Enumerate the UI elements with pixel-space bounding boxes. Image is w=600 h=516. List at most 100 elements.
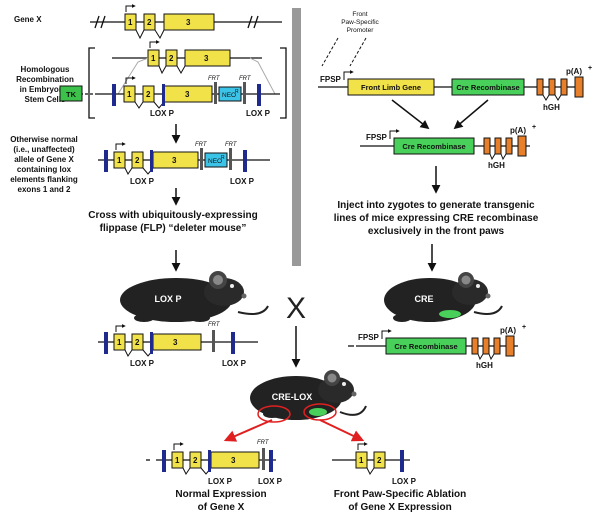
svg-text:2: 2 [169, 54, 174, 63]
svg-text:LOX P: LOX P [246, 109, 271, 118]
panel-divider [292, 8, 301, 266]
otherwise-normal-label: Otherwise normal (i.e., unaffected) alle… [10, 135, 78, 194]
svg-text:LOX P: LOX P [392, 477, 417, 486]
svg-text:(i.e., unaffected): (i.e., unaffected) [13, 145, 75, 154]
loxp-mouse: LOX P [120, 271, 269, 322]
svg-text:Front: Front [352, 11, 367, 18]
svg-text:FRT: FRT [257, 440, 270, 446]
normal-expression-label: Normal Expression of Gene X [175, 489, 266, 513]
svg-text:2: 2 [146, 90, 151, 99]
svg-text:2: 2 [147, 18, 152, 27]
flp-deleted-allele: 1 2 3 FRT LOX P LOX P [98, 322, 258, 368]
svg-text:hGH: hGH [476, 361, 493, 370]
promoter-label: Front Paw-Specific Promoter [341, 11, 379, 34]
svg-text:CRE: CRE [414, 294, 433, 304]
svg-text:of Gene X: of Gene X [198, 502, 245, 513]
svg-text:1: 1 [128, 18, 133, 27]
svg-text:FRT: FRT [195, 142, 208, 148]
ablated-allele: 1 2 LOX P [332, 442, 417, 486]
svg-text:R: R [235, 89, 239, 95]
svg-text:2: 2 [135, 156, 140, 165]
cre-transgene: FPSP Cre Recombinase hGH p(A) + [360, 124, 536, 170]
highlight-hind-paw [257, 405, 291, 423]
svg-text:LOX P: LOX P [258, 477, 283, 486]
svg-text:LOX P: LOX P [130, 177, 155, 186]
svg-text:Stem Cells: Stem Cells [25, 95, 66, 104]
svg-text:lines of mice expressing CRE r: lines of mice expressing CRE recombinase [334, 213, 539, 224]
svg-text:p(A): p(A) [566, 67, 582, 76]
svg-text:Cross with ubiquitously-expres: Cross with ubiquitously-expressing [88, 210, 257, 221]
svg-text:NEO: NEO [222, 92, 236, 99]
svg-text:Front Paw-Specific Ablation: Front Paw-Specific Ablation [334, 489, 466, 500]
svg-text:p(A): p(A) [500, 326, 516, 335]
cre-mouse: CRE [384, 272, 503, 322]
crossover-lines [117, 57, 276, 95]
svg-text:1: 1 [117, 156, 122, 165]
svg-text:exons 1 and 2: exons 1 and 2 [18, 185, 71, 194]
svg-text:LOX P: LOX P [150, 109, 175, 118]
svg-text:2: 2 [135, 338, 140, 347]
svg-text:1: 1 [175, 456, 180, 465]
gene-x-locus: 1 2 3 [90, 4, 282, 40]
svg-text:p(A): p(A) [510, 126, 526, 135]
svg-text:3: 3 [204, 54, 209, 63]
svg-text:FRT: FRT [208, 322, 221, 328]
svg-text:3: 3 [231, 456, 236, 465]
svg-text:Inject into zygotes to generat: Inject into zygotes to generate transgen… [337, 200, 535, 211]
svg-text:+: + [532, 124, 536, 131]
svg-text:FRT: FRT [239, 76, 252, 82]
svg-text:containing lox: containing lox [17, 165, 72, 174]
right-bracket [280, 47, 287, 119]
svg-text:2: 2 [377, 456, 382, 465]
svg-text:Cre Recombinase: Cre Recombinase [394, 342, 457, 351]
svg-text:hGH: hGH [488, 161, 505, 170]
svg-text:Cre Recombinase: Cre Recombinase [402, 142, 465, 151]
svg-text:3: 3 [185, 90, 190, 99]
cross-symbol: X [286, 292, 306, 325]
red-arrow-left [223, 419, 273, 442]
svg-text:1: 1 [151, 54, 156, 63]
svg-text:hGH: hGH [543, 103, 560, 112]
arrow-converge-left [391, 99, 430, 130]
svg-text:Cre Recombinase: Cre Recombinase [456, 83, 519, 92]
svg-text:elements flanking: elements flanking [10, 175, 78, 184]
svg-text:FPSP: FPSP [366, 133, 388, 142]
ablation-label: Front Paw-Specific Ablation of Gene X Ex… [334, 489, 466, 513]
normal-allele: 1 2 3 FRT LOX P LOX P [146, 440, 283, 486]
svg-text:1: 1 [117, 338, 122, 347]
arrow-converge-right [453, 99, 489, 130]
transgene-construct: FPSP Front Limb Gene Cre Recombinase hGH… [318, 65, 592, 112]
left-bracket [88, 47, 95, 119]
svg-text:Recombination: Recombination [16, 75, 74, 84]
inject-zygotes-label: Inject into zygotes to generate transgen… [334, 200, 539, 237]
svg-text:in Embryonic: in Embryonic [20, 85, 71, 94]
svg-text:3: 3 [172, 156, 177, 165]
cre-mouse-transgene: FPSP Cre Recombinase hGH p(A) + [348, 324, 526, 370]
svg-text:LOX P: LOX P [154, 294, 181, 304]
svg-text:1: 1 [359, 456, 364, 465]
svg-text:Promoter: Promoter [347, 27, 375, 34]
svg-text:2: 2 [193, 456, 198, 465]
svg-text:Homologous: Homologous [21, 65, 70, 74]
svg-text:LOX P: LOX P [130, 359, 155, 368]
svg-text:flippase (FLP) “deleter mouse”: flippase (FLP) “deleter mouse” [100, 223, 247, 234]
svg-text:Paw-Specific: Paw-Specific [341, 19, 379, 26]
svg-text:TK: TK [66, 90, 77, 99]
svg-text:1: 1 [127, 90, 132, 99]
svg-text:LOX P: LOX P [208, 477, 233, 486]
svg-text:NEO: NEO [208, 158, 222, 165]
svg-text:LOX P: LOX P [230, 177, 255, 186]
svg-text:Otherwise normal: Otherwise normal [10, 135, 78, 144]
svg-text:+: + [588, 65, 592, 72]
homologous-recombination-label: Homologous Recombination in Embryonic St… [16, 65, 74, 104]
svg-text:3: 3 [186, 18, 191, 27]
gene-x-label: Gene X [14, 15, 42, 24]
targeting-construct: TK 1 2 3 NEO R FRT FRT LOX P LOX P [59, 76, 280, 118]
svg-text:LOX P: LOX P [222, 359, 247, 368]
svg-text:FPSP: FPSP [320, 75, 342, 84]
svg-text:FRT: FRT [225, 142, 238, 148]
promoter-dashes [321, 37, 367, 67]
cross-with-flp-label: Cross with ubiquitously-expressing flipp… [88, 210, 257, 234]
svg-text:+: + [522, 324, 526, 331]
